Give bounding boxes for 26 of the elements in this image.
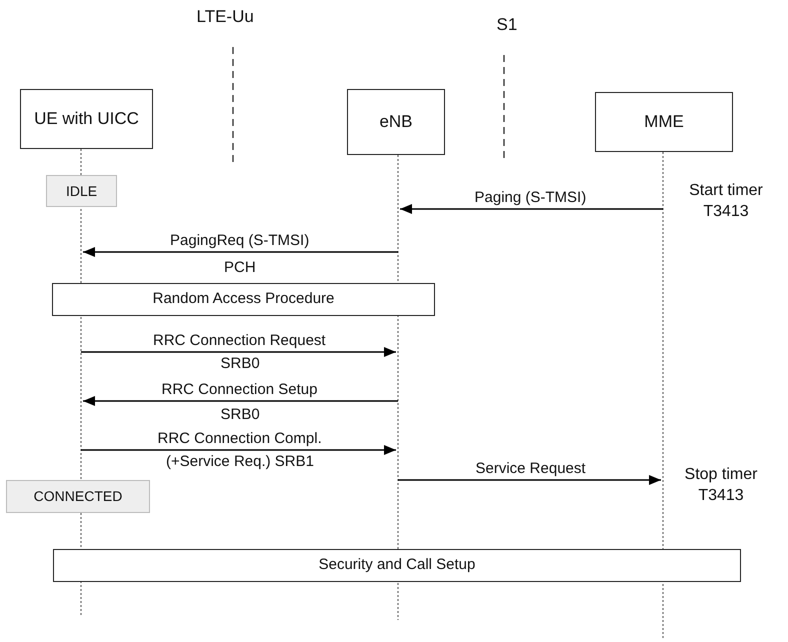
process-bar: Security and Call Setup <box>53 549 741 582</box>
message-label: RRC Connection Compl. <box>158 429 322 448</box>
message-arrow <box>400 204 663 214</box>
channel-label: SRB0 <box>220 405 260 424</box>
message-label: Paging (S-TMSI) <box>474 188 586 208</box>
timer-note: Stop timer T3413 <box>684 465 758 506</box>
message-label: RRC Connection Setup <box>162 380 318 400</box>
participant-box: MME <box>595 92 733 152</box>
message-label: PagingReq (S-TMSI) <box>170 231 310 250</box>
channel-label: PCH <box>224 258 256 278</box>
interface-label: LTE-Uu <box>196 6 254 28</box>
channel-label: SRB0 <box>220 354 260 374</box>
participant-box: UE with UICC <box>20 89 153 149</box>
message-arrow <box>83 247 398 257</box>
message-label: Service Request <box>476 459 586 478</box>
message-arrow <box>81 347 396 357</box>
message-label: RRC Connection Request <box>153 331 326 350</box>
process-bar: Random Access Procedure <box>52 283 435 316</box>
participant-box: eNB <box>347 89 445 155</box>
timer-note: Start timer T3413 <box>688 181 764 222</box>
channel-label: (+Service Req.) SRB1 <box>166 452 314 472</box>
message-arrow <box>83 396 398 406</box>
message-arrow <box>81 445 396 455</box>
state-box: CONNECTED <box>6 480 150 513</box>
interface-label: S1 <box>496 14 518 36</box>
message-arrow <box>398 475 661 485</box>
